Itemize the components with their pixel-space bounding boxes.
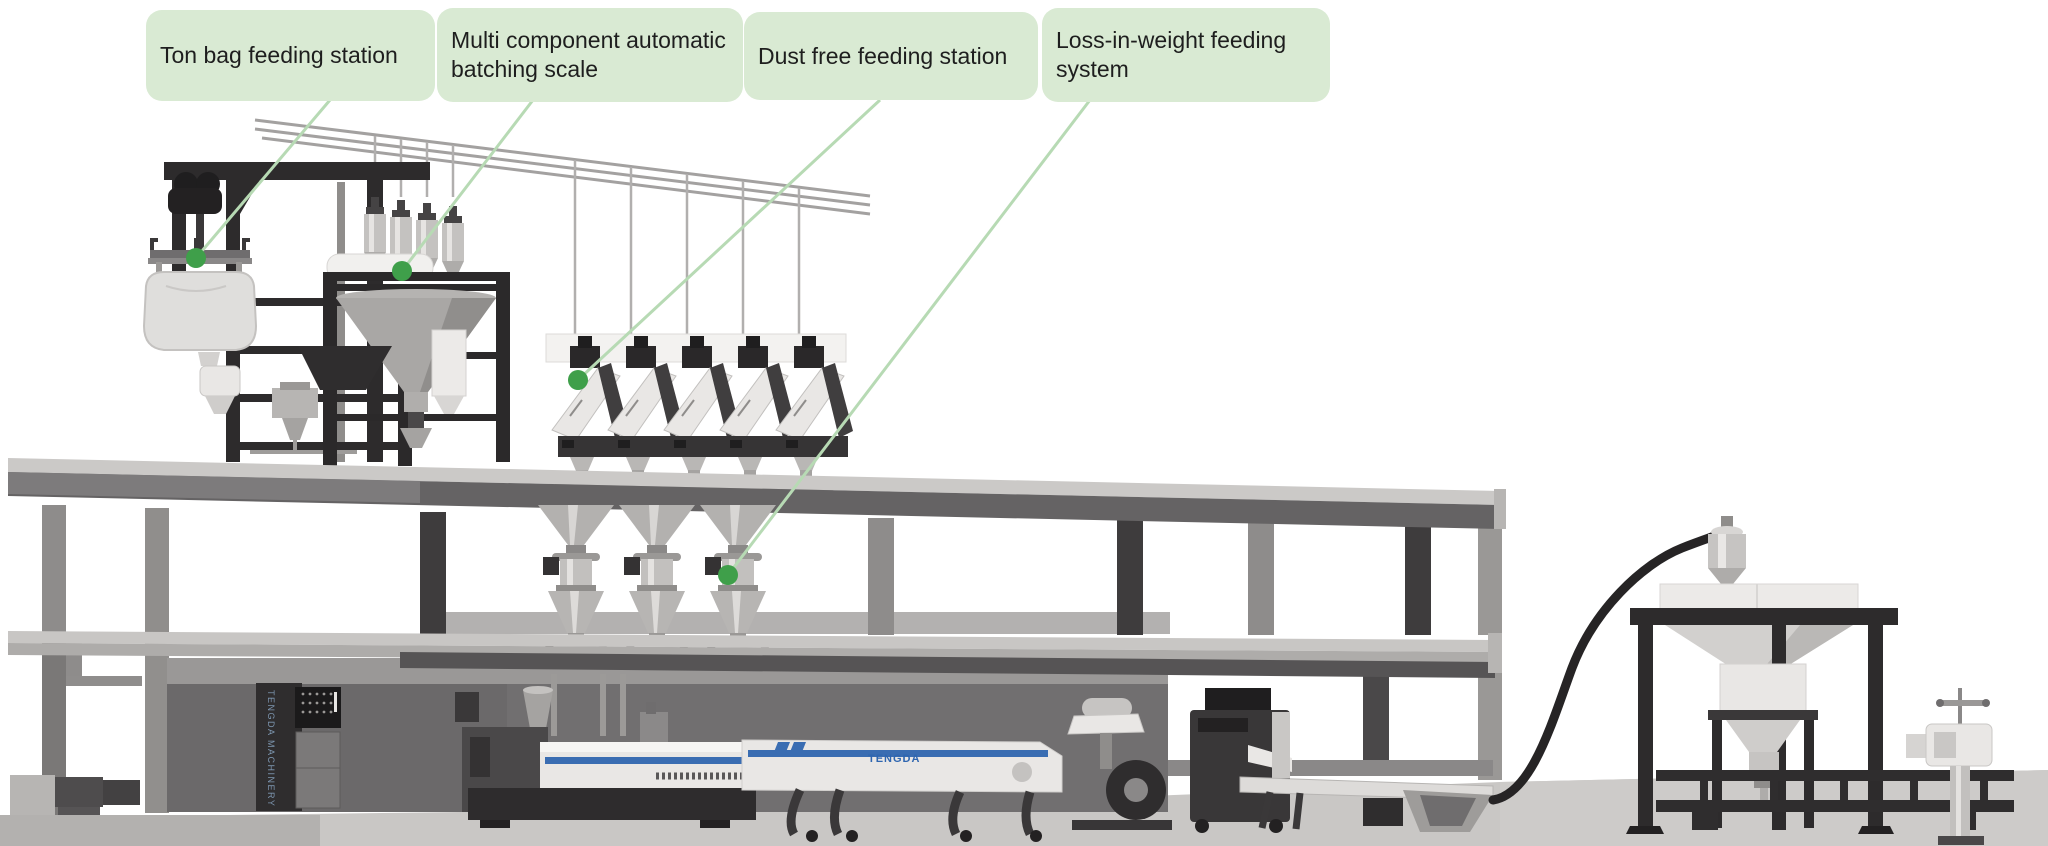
conveyor-brand-text: TENGDA [868,753,920,765]
callout-text: Multi component automatic batching scale [451,27,726,82]
callout-loss-in-weight-system: Loss-in-weight feeding system [1042,8,1330,102]
marker-dot-ton-bag [186,248,206,268]
feed-downpipes [551,674,626,736]
dust-free-feeder-row [545,333,854,495]
left-base-blocks [0,775,320,846]
leader-line-loss-in-weight [726,99,1092,576]
marker-dot-batching-scale [392,261,412,281]
batching-scale [298,197,510,466]
ton-bag-feeding-station [142,162,432,462]
mezzanine-slab [8,631,1502,678]
top-floor-slab [8,458,1506,529]
vibrating-conveyor [1239,776,1494,832]
control-cabinet: TENGDA MACHINERY [256,683,341,811]
callout-text: Ton bag feeding station [160,42,398,69]
callout-text: Loss-in-weight feeding system [1056,27,1287,82]
callout-dust-free-feeding-station: Dust free feeding station [744,12,1038,100]
pelletizer [1190,688,1292,833]
bag-sewing-machine [1906,688,1993,845]
fibc-bag [142,271,258,351]
cabinet-brand-text: TENGDA MACHINERY [266,690,276,807]
marker-dots [186,248,738,585]
leader-line-ton-bag [194,99,332,259]
extruder [455,686,756,828]
air-knife-unit [1067,698,1172,830]
hoist [168,172,222,252]
callout-batching-scale: Multi component automatic batching scale [437,8,743,102]
leader-line-dust-free [576,98,882,382]
upper-columns [42,505,1502,635]
marker-dot-loss-in-weight [718,565,738,585]
transfer-hose [1488,529,1725,805]
marker-dot-dust-free [568,370,588,390]
leader-line-batching-scale [400,99,535,272]
leader-lines [194,98,1092,576]
cooling-conveyor: TENGDA [741,739,1063,842]
callout-ton-bag-feeding-station: Ton bag feeding station [146,10,435,101]
callout-text: Dust free feeding station [758,42,1008,69]
